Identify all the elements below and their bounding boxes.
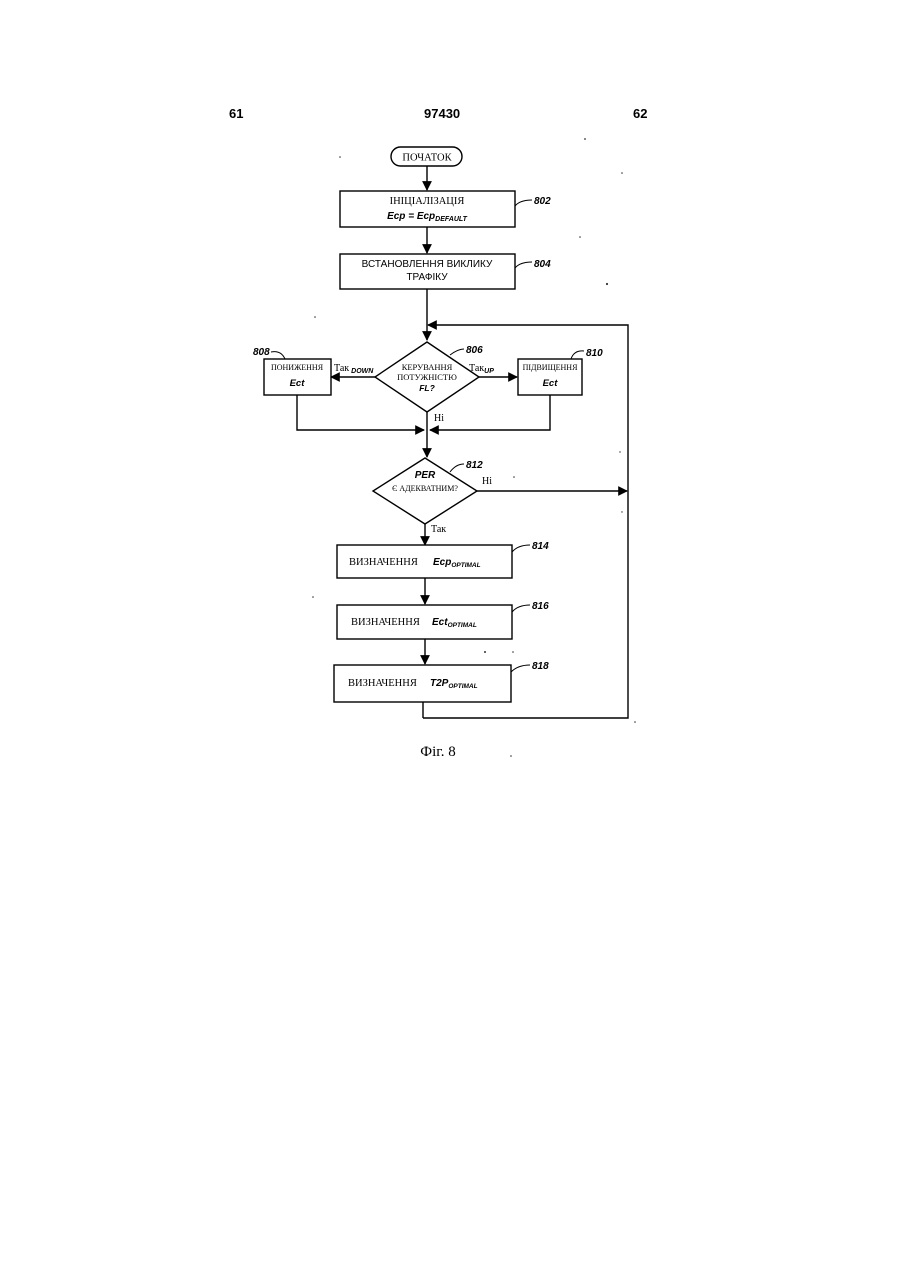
step-814-label: ВИЗНАЧЕННЯ [349,557,418,568]
label-812-yes: Так [431,524,446,535]
step-818-var-main: T2P [430,678,449,689]
step-810-line1: ПІДВИЩЕННЯ [523,363,579,372]
ref-804-leader [515,262,532,268]
step-814-var-main: Ecp [433,557,451,568]
label-yes-up-sub: UP [484,368,494,375]
label-yes-up: ТакUP [469,363,494,375]
ref-812: 812 [466,460,483,471]
ref-812-leader [450,464,464,472]
step-814-determine-ecp: ВИЗНАЧЕННЯ EcpOPTIMAL [337,545,512,578]
ref-816: 816 [532,601,549,612]
label-812-no: Ні [482,476,492,487]
edge-810-merge [430,395,550,430]
step-804-traffic-call: ВСТАНОВЛЕННЯ ВИКЛИКУ ТРАФІКУ [340,254,515,289]
ref-810-leader [571,351,584,359]
step-808-line2: Ect [290,378,306,389]
step-810-increase-ect: ПІДВИЩЕННЯ Ect [518,359,582,395]
ref-814-leader [512,545,530,552]
figure-caption: Фіг. 8 [420,744,455,760]
step-816-label: ВИЗНАЧЕННЯ [351,617,420,628]
decision-812-line1: PER [415,470,436,481]
step-816-var-sub: OPTIMAL [448,622,477,629]
step-818-determine-t2p: ВИЗНАЧЕННЯ T2POPTIMAL [334,665,511,702]
label-yes-down-main: Так [334,363,349,374]
label-yes-up-main: Так [469,363,484,374]
label-806-no: Ні [434,413,444,424]
ref-802: 802 [534,196,551,207]
start-label: ПОЧАТОК [402,153,452,164]
step-808-line1: ПОНИЖЕННЯ [271,363,324,372]
step-818-label: ВИЗНАЧЕННЯ [348,678,417,689]
ref-806-leader [450,349,464,355]
label-yes-down-sub: DOWN [351,368,374,375]
step-802-title: ІНІЦІАЛІЗАЦІЯ [390,196,465,207]
ref-814: 814 [532,541,549,552]
scan-specks [312,138,636,757]
ref-808-leader [271,352,285,359]
step-802-formula-main: Ecp = Ecp [387,211,435,222]
step-810-line2: Ect [543,378,559,389]
ref-810: 810 [586,348,603,359]
ref-802-leader [515,200,532,206]
edge-808-merge [297,395,424,430]
step-816-var-main: Ect [432,617,448,628]
ref-804: 804 [534,259,551,270]
step-816-determine-ect: ВИЗНАЧЕННЯ EctOPTIMAL [337,605,512,639]
ref-806: 806 [466,345,483,356]
decision-806-line3: FL? [419,383,435,393]
step-804-line1: ВСТАНОВЛЕННЯ ВИКЛИКУ [362,259,493,270]
step-814-var-sub: OPTIMAL [451,562,480,569]
step-802-initialization: ІНІЦІАЛІЗАЦІЯ Ecp = EcpDEFAULT [340,191,515,227]
decision-812-line2: Є АДЕКВАТНИМ? [392,484,458,493]
decision-806-line2: ПОТУЖНІСТЮ [397,372,457,382]
decision-806-fl-power-control: КЕРУВАННЯ ПОТУЖНІСТЮ FL? [375,342,479,412]
label-yes-down: ТакDOWN [334,363,374,375]
ref-818-leader [511,665,530,672]
step-808-decrease-ect: ПОНИЖЕННЯ Ect [264,359,331,395]
ref-818: 818 [532,661,549,672]
step-804-line2: ТРАФІКУ [406,272,448,283]
step-818-var-sub: OPTIMAL [448,683,477,690]
decision-806-line1: КЕРУВАННЯ [402,362,453,372]
ref-808: 808 [253,347,270,358]
start-terminator: ПОЧАТОК [391,147,462,166]
step-802-formula-sub: DEFAULT [435,216,467,223]
decision-812-per-adequate: PER Є АДЕКВАТНИМ? [373,458,477,524]
ref-816-leader [512,605,530,612]
